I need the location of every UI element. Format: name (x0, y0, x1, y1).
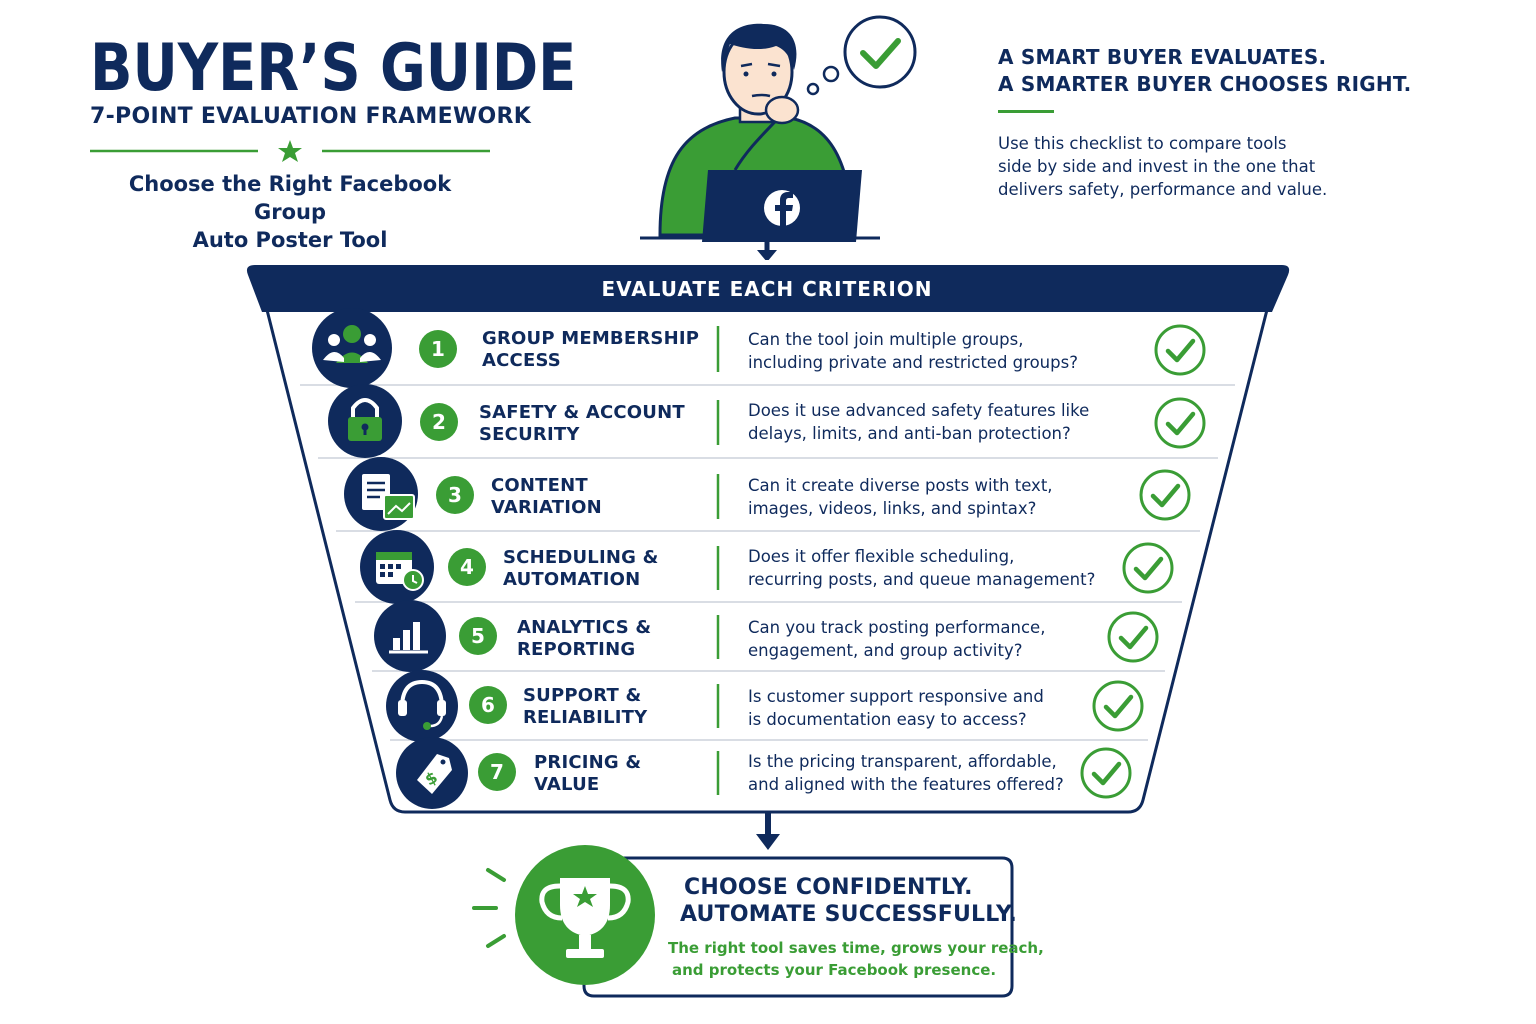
tagline: Choose the Right Facebook Group Auto Pos… (90, 170, 490, 254)
criterion-name-line: SECURITY (479, 424, 580, 445)
result-text: The right tool saves time, grows your re… (668, 937, 1044, 981)
criterion-number: 3 (436, 476, 474, 514)
sparkle-lines (472, 868, 506, 948)
thinking-person-illustration (640, 15, 917, 260)
question-line: Does it offer flexible scheduling, (748, 547, 1015, 566)
criterion-name: GROUP MEMBERSHIP ACCESS (482, 328, 699, 372)
trophy-icon (515, 845, 655, 985)
criterion-name-line: AUTOMATION (503, 569, 641, 590)
criterion-question: Can it create diverse posts with text, i… (748, 474, 1128, 520)
intro-line: delivers safety, performance and value. (998, 180, 1328, 199)
tagline-line: Auto Poster Tool (192, 228, 388, 252)
question-line: including private and restricted groups? (748, 353, 1078, 372)
question-line: engagement, and group activity? (748, 641, 1023, 660)
criterion-question: Does it use advanced safety features lik… (748, 399, 1128, 445)
criterion-number: 5 (459, 617, 497, 655)
result-text-line: and protects your Facebook presence. (672, 961, 997, 979)
question-line: delays, limits, and anti-ban protection? (748, 424, 1071, 443)
criterion-name: SCHEDULING & AUTOMATION (503, 547, 658, 591)
criterion-number: 6 (469, 686, 507, 724)
criterion-name-line: PRICING & (534, 752, 642, 773)
criterion-name-line: SUPPORT & (523, 685, 642, 706)
criterion-name: PRICING & VALUE (534, 752, 641, 796)
criterion-question: Can you track posting performance, engag… (748, 616, 1128, 662)
result-headline-line: CHOOSE CONFIDENTLY. (684, 875, 973, 900)
page-subtitle: 7-POINT EVALUATION FRAMEWORK (90, 104, 532, 129)
criterion-number: 4 (448, 548, 486, 586)
criterion-name: ANALYTICS & REPORTING (517, 617, 651, 661)
criterion-number: 2 (420, 403, 458, 441)
result-headline: CHOOSE CONFIDENTLY. AUTOMATE SUCCESSFULL… (680, 874, 1017, 928)
result-text-line: The right tool saves time, grows your re… (668, 939, 1044, 957)
intro-headline: A SMART BUYER EVALUATES. A SMARTER BUYER… (998, 44, 1411, 98)
criterion-question: Does it offer flexible scheduling, recur… (748, 545, 1128, 591)
question-line: Does it use advanced safety features lik… (748, 401, 1090, 420)
title-divider (90, 140, 490, 162)
check-icon (860, 38, 901, 69)
question-line: Is the pricing transparent, affordable, (748, 752, 1057, 771)
criterion-name: SAFETY & ACCOUNT SECURITY (479, 402, 685, 446)
criterion-name-line: GROUP MEMBERSHIP (482, 328, 700, 349)
criterion-name-line: VARIATION (491, 497, 602, 518)
page-title: BUYER’S GUIDE (90, 29, 577, 106)
intro-text: Use this checklist to compare tools side… (998, 132, 1398, 201)
criterion-name-line: VALUE (534, 774, 600, 795)
criterion-name-line: RELIABILITY (523, 707, 648, 728)
criterion-question: Can the tool join multiple groups, inclu… (748, 328, 1128, 374)
intro-line: Use this checklist to compare tools (998, 134, 1287, 153)
criterion-name-line: ANALYTICS & (517, 617, 652, 638)
criterion-number: 1 (419, 330, 457, 368)
criterion-name-line: ACCESS (482, 350, 561, 371)
intro-line: side by side and invest in the one that (998, 157, 1316, 176)
question-line: Can it create diverse posts with text, (748, 476, 1053, 495)
headline-line: A SMART BUYER EVALUATES. (998, 45, 1327, 69)
criterion-name-line: CONTENT (491, 475, 588, 496)
result-headline-line: AUTOMATE SUCCESSFULLY. (680, 902, 1018, 927)
criterion-name-line: SCHEDULING & (503, 547, 659, 568)
question-line: and aligned with the features offered? (748, 775, 1064, 794)
question-line: is documentation easy to access? (748, 710, 1027, 729)
question-line: recurring posts, and queue management? (748, 570, 1096, 589)
criterion-name: SUPPORT & RELIABILITY (523, 685, 647, 729)
criterion-name-line: SAFETY & ACCOUNT (479, 402, 685, 423)
question-line: images, videos, links, and spintax? (748, 499, 1037, 518)
criterion-question: Is customer support responsive and is do… (748, 685, 1128, 731)
criterion-name: CONTENT VARIATION (491, 475, 602, 519)
criterion-name-line: REPORTING (517, 639, 636, 660)
intro-divider (998, 110, 1054, 113)
criterion-question: Is the pricing transparent, affordable, … (748, 750, 1128, 796)
funnel-header: EVALUATE EACH CRITERION (601, 277, 933, 301)
tagline-line: Choose the Right Facebook Group (128, 172, 452, 224)
criterion-number: 7 (478, 753, 516, 791)
star-icon (278, 140, 302, 162)
question-line: Can you track posting performance, (748, 618, 1046, 637)
headline-line: A SMARTER BUYER CHOOSES RIGHT. (998, 72, 1412, 96)
question-line: Can the tool join multiple groups, (748, 330, 1024, 349)
question-line: Is customer support responsive and (748, 687, 1044, 706)
